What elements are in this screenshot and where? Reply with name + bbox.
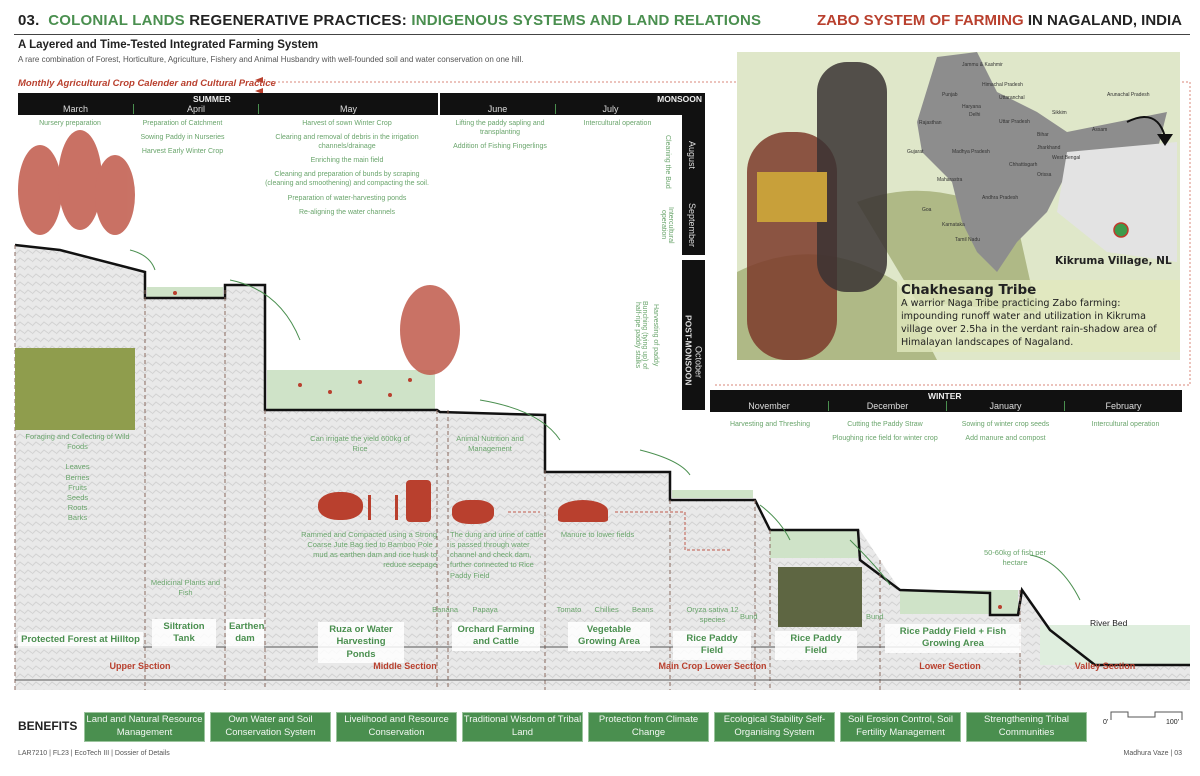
zone-siltation-tank: Siltration Tank	[152, 619, 216, 648]
village-label: Kikruma Village, NL	[1055, 255, 1172, 267]
subtitle: A Layered and Time-Tested Integrated Far…	[18, 39, 319, 51]
paddy-water-1	[672, 490, 753, 498]
scale-bar	[1110, 711, 1183, 720]
benefit-item: Protection from Climate Change	[588, 712, 709, 742]
divider	[14, 34, 1190, 35]
activities-february: Intercultural operation	[1091, 421, 1160, 428]
activities-june: Lifting the paddy sapling and transplant…	[453, 120, 547, 151]
animal-note: Animal Nutrition and Management	[456, 434, 524, 454]
manure-flow-arrows	[508, 511, 730, 551]
river-bed-label: River Bed	[1090, 618, 1128, 628]
fish-yield-note: 50-60kg of fish per hectare	[983, 548, 1047, 568]
dung-icon	[452, 500, 494, 524]
irrigate-note: Can irrigate the yield 600kg of Rice	[310, 434, 410, 454]
page-title-right: ZABO SYSTEM OF FARMING IN NAGALAND, INDI…	[816, 12, 1182, 29]
rammed-note: Rammed and Compacted using a Strong Coar…	[301, 530, 437, 570]
forest-trees	[18, 130, 460, 375]
zone-protected-forest: Protected Forest at Hilltop	[18, 632, 143, 649]
bund-label-2: Bund	[866, 612, 884, 621]
tribe-info-box: Chakhesang Tribe A warrior Naga Tribe pr…	[897, 280, 1180, 352]
paddy-water-2	[770, 530, 858, 558]
oryza-note: Oryza sativa 12 species	[686, 605, 739, 625]
manure-icon	[558, 500, 608, 522]
construction-materials-icons	[318, 480, 438, 525]
activities-november: Harvesting and Threshing	[729, 421, 811, 428]
benefit-item: Strengthening Tribal Communities	[966, 712, 1087, 742]
activities-july: Intercultural operation	[583, 120, 652, 127]
activities-march: Nursery preparation	[39, 120, 101, 127]
calendar-bar-post-monsoon: POST-MONSOON October	[682, 260, 705, 410]
calendar-bar-summer: SUMMER March April May	[18, 93, 438, 115]
benefit-item: Own Water and Soil Conservation System	[210, 712, 331, 742]
terrain-profile-line	[14, 243, 1190, 667]
section-middle: Middle Section	[373, 661, 437, 671]
kikruma-marker	[1113, 222, 1129, 238]
calendar-bar-aug-sep: August September	[682, 115, 705, 255]
benefit-item: Livelihood and Resource Conservation	[336, 712, 457, 742]
forest-photo	[15, 348, 135, 430]
section-lower: Lower Section	[919, 661, 981, 671]
section-main-crop-lower: Main Crop Lower Section	[658, 661, 767, 671]
siltation-tank-water	[147, 287, 223, 297]
benefit-item: Soil Erosion Control, Soil Fertility Man…	[840, 712, 961, 742]
dung-note: The dung and urine of cattle is passed t…	[450, 530, 544, 580]
tribe-illustration	[737, 52, 1177, 360]
calendar-bar-monsoon: MONSOON June July	[440, 93, 705, 115]
tribe-name: Chakhesang Tribe	[901, 282, 1037, 298]
activities-october: Bunching (tying up) of half-ripe paddy s…	[634, 300, 659, 370]
zone-orchard-cattle: Orchard Farming and Cattle	[452, 622, 540, 651]
tribe-description: A warrior Naga Tribe practicing Zabo far…	[901, 298, 1157, 348]
zone-rice-paddy-1: Rice Paddy Field	[673, 631, 751, 660]
ground-fill	[15, 245, 1190, 690]
flow-arrows	[129, 249, 1081, 601]
bund-label-1: Bund	[740, 612, 758, 621]
scale-start: 0'	[1103, 719, 1109, 726]
footer-right: Madhura Vaze | 03	[1123, 750, 1182, 757]
woman-figure	[817, 62, 887, 292]
scale-end: 100'	[1166, 719, 1180, 726]
section-valley: Valley Section	[1074, 661, 1136, 671]
benefit-item: Ecological Stability Self-Organising Sys…	[714, 712, 835, 742]
paddy-worker-photo	[778, 567, 862, 627]
benefit-item: Land and Natural Resource Management	[84, 712, 205, 742]
ruza-pond-water	[267, 370, 435, 409]
zone-ruza-ponds: Ruza or Water Harvesting Ponds	[318, 622, 404, 664]
river-water	[1040, 625, 1190, 665]
calendar-title: Monthly Agricultural Crop Calender and C…	[18, 78, 276, 89]
description: A rare combination of Forest, Horticultu…	[18, 55, 524, 64]
zone-rice-paddy-fish: Rice Paddy Field + Fish Growing Area	[885, 624, 1021, 653]
benefits-title: BENEFITS	[18, 719, 78, 733]
zone-vegetable-area: Vegetable Growing Area	[568, 622, 650, 651]
forest-notes: Foraging and Collecting of Wild Foods Le…	[25, 432, 130, 522]
manure-note: Manure to lower fields	[560, 530, 635, 539]
paddy-fish-water	[900, 590, 1018, 614]
activities-august: Cleaning the Bud	[664, 135, 671, 189]
india-map	[917, 52, 1167, 272]
zone-rice-paddy-2: Rice Paddy Field	[775, 631, 857, 660]
zone-earthen-dam: Earthen dam	[226, 619, 264, 648]
nagaland-map	[1057, 142, 1177, 262]
benefit-item: Traditional Wisdom of Tribal Land	[462, 712, 583, 742]
activities-september: Intercultural operation	[660, 206, 674, 244]
medicinal-note: Medicinal Plants and Fish	[150, 578, 221, 598]
calendar-bar-winter: WINTER November December January Februar…	[710, 390, 1182, 412]
callout-arrow	[1126, 116, 1166, 138]
page-title: 03. COLONIAL LANDS REGENERATIVE PRACTICE…	[18, 12, 762, 29]
section-upper: Upper Section	[109, 661, 171, 671]
footer-left: LAR7210 | FL23 | EcoTech III | Dossier o…	[18, 750, 170, 757]
location-map-panel: Jammu & Kashmir Himachal Pradesh Punjab …	[737, 52, 1180, 360]
